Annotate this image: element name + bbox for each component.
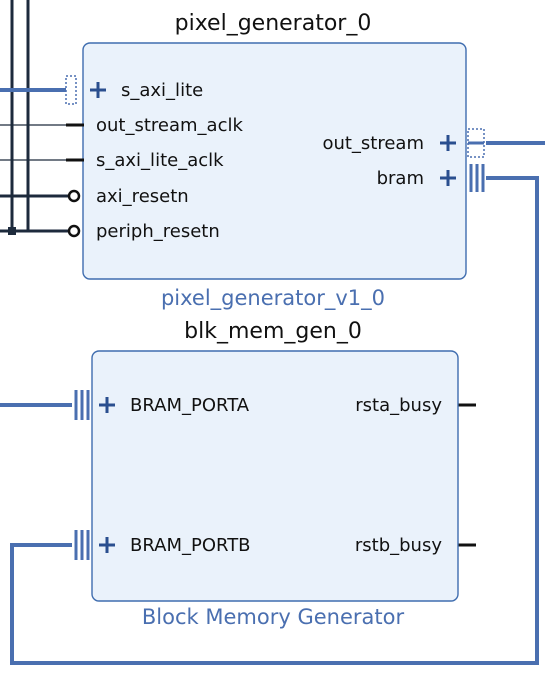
port-label: BRAM_PORTB (130, 535, 251, 556)
port-label: s_axi_lite (121, 80, 203, 101)
port-label: s_axi_lite_aclk (96, 150, 224, 171)
port-label: out_stream_aclk (96, 115, 243, 136)
port-label: BRAM_PORTA (130, 395, 250, 416)
reset-bubble-icon[interactable] (67, 189, 81, 203)
block-blk-mem-gen[interactable]: blk_mem_gen_0 Block Memory Generator BRA… (74, 319, 459, 629)
net-group-left (0, 0, 72, 407)
port-label: rstb_busy (355, 535, 442, 556)
block-ip-name: pixel_generator_v1_0 (161, 286, 385, 311)
reset-bubble-icon[interactable] (67, 224, 81, 238)
port-label: axi_resetn (96, 186, 189, 207)
block-body[interactable] (91, 350, 459, 602)
port-label: bram (377, 168, 424, 189)
net-junction (8, 227, 16, 235)
block-ip-name: Block Memory Generator (142, 605, 405, 629)
block-instance-name: pixel_generator_0 (175, 11, 372, 36)
net-bram-to-portb[interactable] (10, 176, 539, 665)
port-label: out_stream (322, 133, 424, 154)
s-axi-lite-connector[interactable] (65, 75, 77, 105)
block-instance-name: blk_mem_gen_0 (184, 319, 362, 344)
port-label: rsta_busy (355, 395, 442, 416)
net-group-right (10, 141, 545, 665)
port-label: periph_resetn (96, 221, 220, 242)
block-pixel-generator[interactable]: pixel_generator_0 pixel_generator_v1_0 s… (65, 11, 485, 311)
